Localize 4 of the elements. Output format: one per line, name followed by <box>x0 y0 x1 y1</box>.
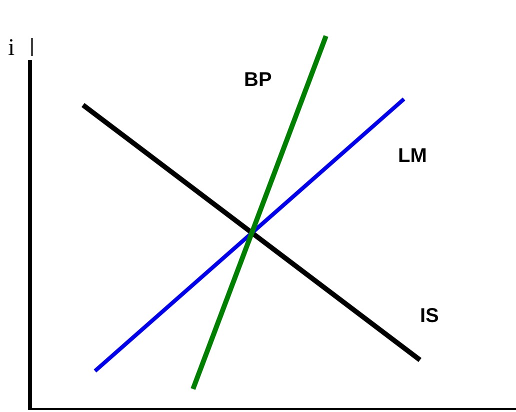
curve-label: LM <box>398 146 427 166</box>
axis-label: i <box>8 36 15 60</box>
curve-label: BP <box>244 70 272 90</box>
curve-label: IS <box>420 306 439 326</box>
